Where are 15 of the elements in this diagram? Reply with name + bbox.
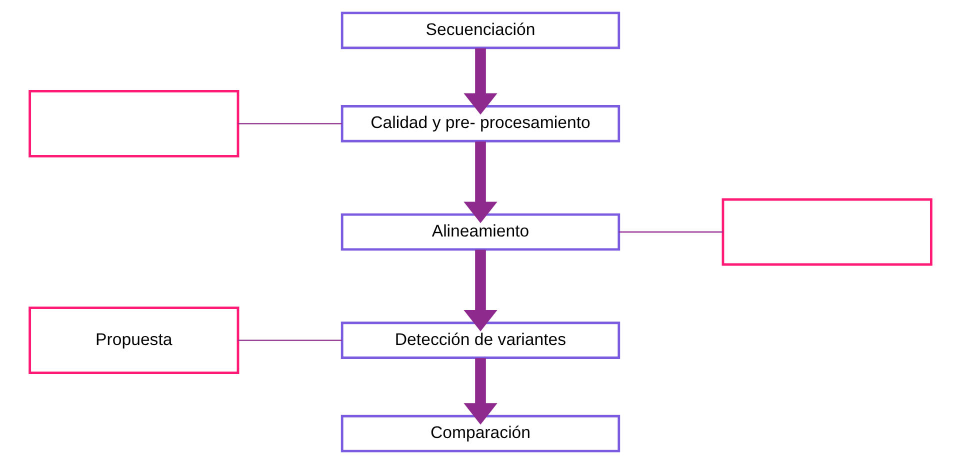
connector bbox=[238, 123, 342, 124]
node-box bbox=[28, 90, 240, 158]
arrow bbox=[464, 358, 498, 425]
connector bbox=[238, 340, 342, 341]
arrow bbox=[464, 250, 498, 332]
arrow bbox=[464, 141, 498, 224]
node-box: Alineamiento bbox=[340, 213, 620, 251]
arrow bbox=[464, 48, 498, 115]
node-box: Propuesta bbox=[28, 306, 240, 374]
node-box: Secuenciación bbox=[340, 12, 620, 50]
connector bbox=[618, 231, 723, 233]
node-box: Comparación bbox=[340, 414, 620, 452]
node-box bbox=[722, 198, 932, 266]
node-box: Calidad y pre- procesamiento bbox=[340, 105, 620, 142]
node-box: Detección de variantes bbox=[340, 322, 620, 359]
